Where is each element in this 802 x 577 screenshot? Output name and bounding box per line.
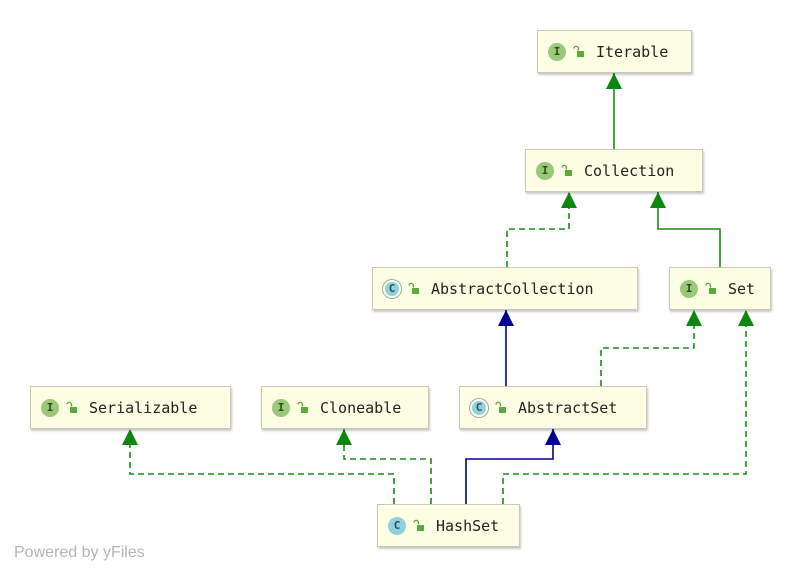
yfiles-watermark: Powered by yFiles <box>14 544 145 561</box>
node-iterable[interactable]: I Iterable <box>537 30 692 73</box>
interface-icon: I <box>548 42 566 61</box>
edge-set-to-collection[interactable] <box>650 192 721 267</box>
edge-hash-set-to-abstract-set[interactable] <box>465 429 561 504</box>
node-set[interactable]: I Set <box>669 267 771 310</box>
interface-icon: I <box>536 161 554 180</box>
node-serializable[interactable]: I Serializable <box>30 386 231 429</box>
edge-abstract-collection-to-collection[interactable] <box>506 192 577 267</box>
edge-abstract-set-to-set[interactable] <box>600 310 702 386</box>
interface-icon: I <box>680 279 698 298</box>
node-hash-set[interactable]: C HashSet <box>377 504 520 547</box>
edge-hash-set-to-cloneable[interactable] <box>336 429 432 504</box>
public-lock-icon <box>413 519 424 531</box>
node-label: HashSet <box>436 516 500 535</box>
public-lock-icon <box>561 164 572 176</box>
node-label: Serializable <box>89 398 198 417</box>
abstract-class-icon: C <box>470 398 488 417</box>
node-label: Collection <box>584 161 675 180</box>
node-collection[interactable]: I Collection <box>525 149 703 192</box>
public-lock-icon <box>495 401 506 413</box>
node-cloneable[interactable]: I Cloneable <box>261 386 429 429</box>
public-lock-icon <box>408 282 419 294</box>
edge-hash-set-to-serializable[interactable] <box>122 429 395 504</box>
public-lock-icon <box>705 282 716 294</box>
node-label: Set <box>728 279 756 298</box>
public-lock-icon <box>573 45 584 57</box>
class-icon: C <box>388 516 406 535</box>
edge-hash-set-to-set[interactable] <box>502 310 754 504</box>
node-label: AbstractCollection <box>431 279 594 298</box>
interface-icon: I <box>272 398 290 417</box>
node-label: Cloneable <box>320 398 402 417</box>
node-label: Iterable <box>596 42 669 61</box>
node-abstract-collection[interactable]: C AbstractCollection <box>372 267 638 310</box>
public-lock-icon <box>66 401 77 413</box>
interface-icon: I <box>41 398 59 417</box>
public-lock-icon <box>297 401 308 413</box>
node-abstract-set[interactable]: C AbstractSet <box>459 386 647 429</box>
abstract-class-icon: C <box>383 279 401 298</box>
node-label: AbstractSet <box>518 398 618 417</box>
